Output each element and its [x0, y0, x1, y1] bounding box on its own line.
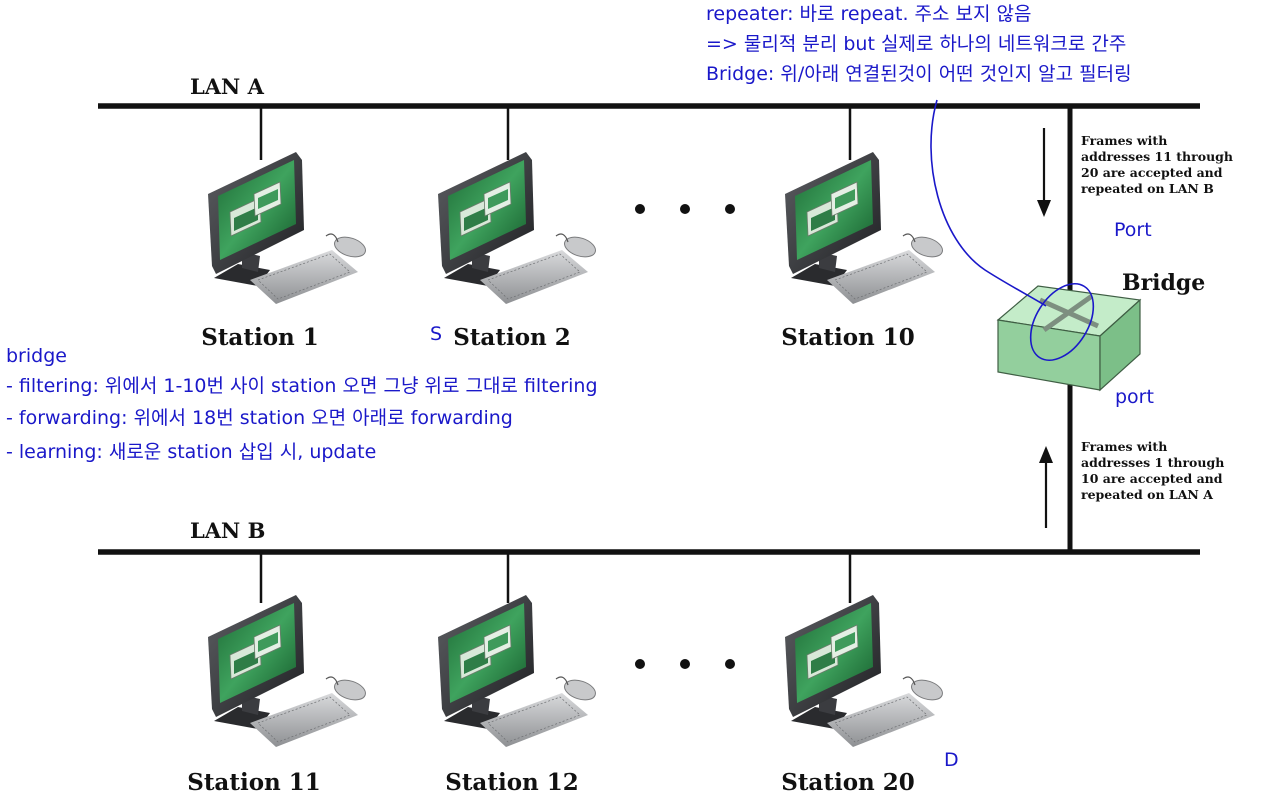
annotation-line: - learning: 새로운 station 삽입 시, update: [6, 441, 376, 463]
station-label: Station 12: [445, 769, 579, 796]
note-line: addresses 11 through: [1081, 149, 1233, 164]
port-label: port: [1115, 386, 1154, 408]
frames-to-lan-a-note: Frames with addresses 1 through 10 are a…: [1081, 439, 1224, 502]
lan-a-segment: LAN A Station 1 Station 2 Station 10: [98, 74, 1200, 351]
annotation-pointer-line: [930, 99, 1047, 307]
annotation-line: bridge: [6, 345, 67, 367]
station-label: Station 1: [201, 324, 319, 351]
workstation-icon: [784, 151, 946, 305]
bridge-link: Bridge Frames with addresses 11 through …: [996, 106, 1233, 552]
lan-b-label: LAN B: [190, 518, 265, 543]
note-line: 10 are accepted and: [1081, 471, 1223, 486]
note-line: Frames with: [1081, 133, 1167, 148]
bridge-label: Bridge: [1122, 270, 1205, 296]
ellipsis-dots: [635, 659, 735, 669]
repeater-bridge-note: repeater: 바로 repeat. 주소 보지 않음 => 물리적 분리 …: [706, 3, 1132, 85]
note-line: addresses 1 through: [1081, 455, 1224, 470]
annotation-line: - forwarding: 위에서 18번 station 오면 아래로 for…: [6, 407, 513, 429]
workstation-icon: [437, 151, 599, 305]
frames-to-lan-b-note: Frames with addresses 11 through 20 are …: [1081, 133, 1233, 196]
annotation-line: repeater: 바로 repeat. 주소 보지 않음: [706, 3, 1032, 25]
workstation-icon: [207, 151, 369, 305]
arrow-up-icon: [1039, 446, 1053, 528]
workstation-icon: [437, 594, 599, 748]
note-line: 20 are accepted and: [1081, 165, 1223, 180]
lan-b-segment: LAN B Station 11 Station 12 Station 20: [98, 518, 1200, 796]
bridge-icon: [996, 285, 1142, 392]
station-label: Station 2: [453, 324, 571, 351]
note-line: repeated on LAN B: [1081, 181, 1214, 196]
source-marker: S: [430, 323, 442, 345]
bridge-functions-note: bridge - filtering: 위에서 1-10번 사이 station…: [6, 345, 598, 463]
note-line: Frames with: [1081, 439, 1167, 454]
annotation-line: - filtering: 위에서 1-10번 사이 station 오면 그냥 …: [6, 375, 598, 397]
ellipsis-dots: [635, 204, 735, 214]
annotation-line: => 물리적 분리 but 실제로 하나의 네트워크로 간주: [706, 33, 1126, 55]
annotation-line: Bridge: 위/아래 연결된것이 어떤 것인지 알고 필터링: [706, 63, 1132, 85]
workstation-icon: [784, 594, 946, 748]
station-label: Station 20: [781, 769, 915, 796]
station-label: Station 10: [781, 324, 915, 351]
port-label: Port: [1114, 219, 1152, 241]
arrow-down-icon: [1037, 128, 1051, 217]
annotation-circle: [1029, 283, 1095, 361]
destination-marker: D: [944, 749, 959, 771]
workstation-icon: [207, 594, 369, 748]
station-label: Station 11: [187, 769, 321, 796]
lan-a-label: LAN A: [190, 74, 265, 99]
annotation-layer: repeater: 바로 repeat. 주소 보지 않음 => 물리적 분리 …: [6, 3, 1154, 771]
note-line: repeated on LAN A: [1081, 487, 1213, 502]
